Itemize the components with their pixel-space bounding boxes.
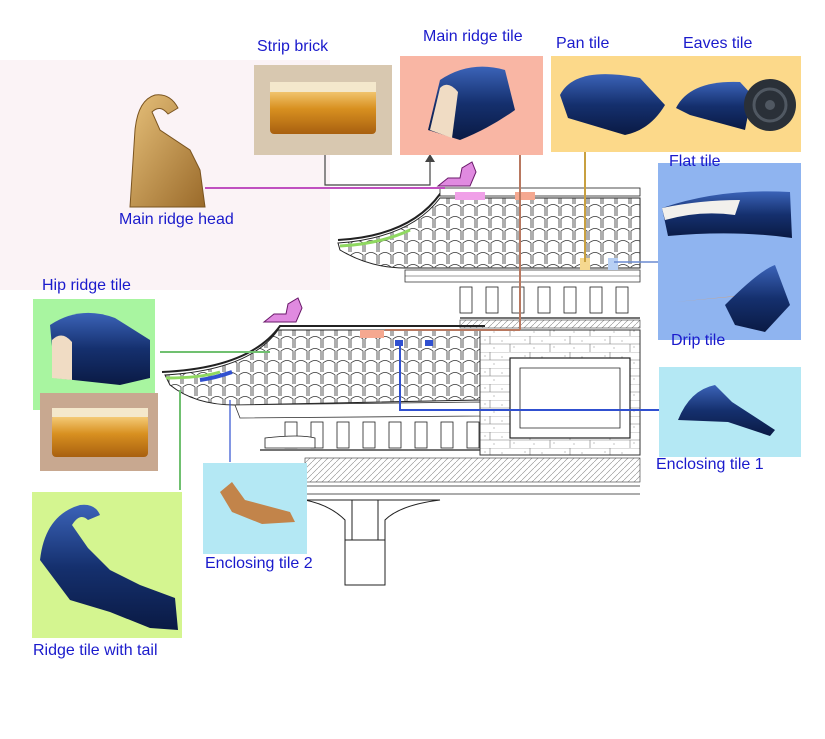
pan-tile-photo [560,74,665,135]
main-ridge-tile-photo [428,66,515,140]
connectors [160,150,660,490]
drip-tile-photo [675,265,790,332]
label-hip-ridge-tile: Hip ridge tile [42,277,131,294]
ridge-highlight [455,192,485,200]
column [304,499,441,586]
label-main-ridge-tile: Main ridge tile [423,28,523,45]
pan-tile-highlight [580,258,590,270]
upper-ridge-ornament [436,161,477,187]
lower-ridge-ornament [262,297,303,323]
label-enclosing-tile-1: Enclosing tile 1 [656,456,764,473]
label-main-ridge-head: Main ridge head [119,211,234,228]
label-strip-brick: Strip brick [257,38,329,55]
upper-roof [337,187,641,329]
label-pan-tile: Pan tile [556,35,610,52]
enclosing-tile-2-photo [220,482,295,524]
label-flat-tile: Flat tile [669,153,721,170]
enclosing-tile-1-photo [678,385,775,436]
masonry-wall [479,329,641,456]
lower-bracket [264,435,316,449]
label-ridge-tile-with-tail: Ridge tile with tail [33,642,158,659]
main-ridge-head-photo [129,94,206,208]
eaves-tile-photo [676,79,796,131]
flat-tile-photo [662,191,792,238]
ridge-tile-highlight [515,192,535,200]
strip-brick-photo [254,65,392,155]
label-eaves-tile: Eaves tile [683,35,753,52]
label-drip-tile: Drip tile [671,332,726,349]
flat-tile-highlight [608,258,618,270]
hip-ridge-brick-photo [40,393,158,471]
label-enclosing-tile-2: Enclosing tile 2 [205,555,313,572]
ridge-tile-with-tail-photo [40,504,178,630]
hip-ridge-tile-photo [50,312,150,385]
